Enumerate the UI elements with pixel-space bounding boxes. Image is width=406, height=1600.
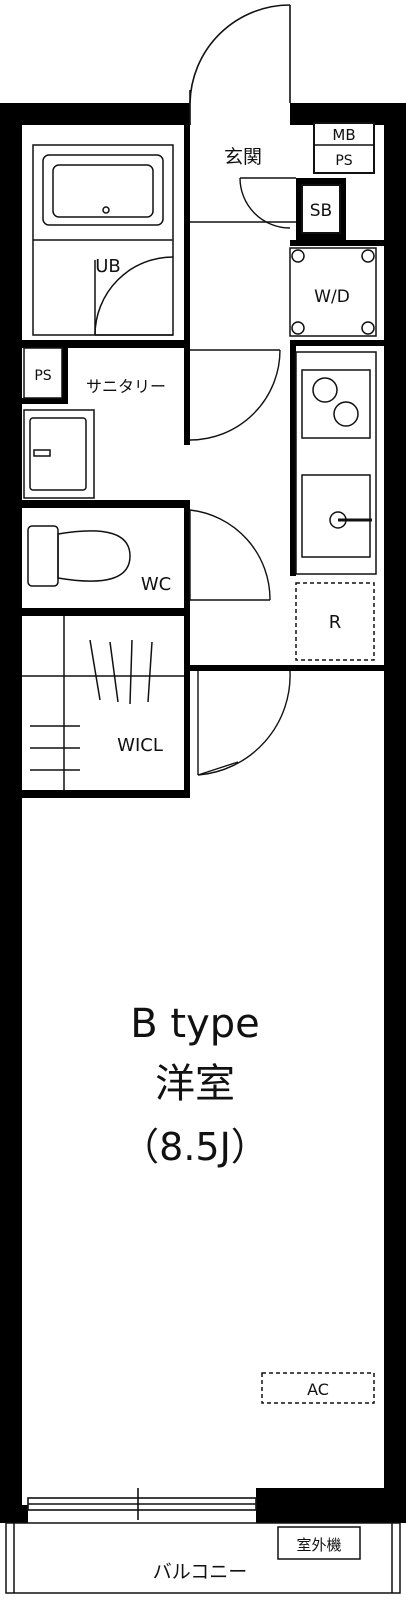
unit-bath xyxy=(32,144,174,336)
walls xyxy=(0,103,406,1523)
ps-left-box xyxy=(23,347,63,399)
wc-label: WC xyxy=(141,574,171,595)
room-name-label: 洋室 xyxy=(155,1061,235,1107)
balcony-label: バルコニー xyxy=(153,1561,248,1583)
sb-label: SB xyxy=(310,201,332,221)
sb-box xyxy=(301,184,341,234)
entrance-area xyxy=(190,177,296,229)
sanitary-label: サニタリー xyxy=(86,377,166,396)
wc-door xyxy=(189,509,271,601)
balcony-window xyxy=(27,1488,257,1520)
mb-label: MB xyxy=(332,126,355,144)
room-size-label: （8.5J） xyxy=(121,1125,269,1169)
toilet xyxy=(27,525,131,587)
wicl-door xyxy=(197,670,291,776)
ps-top-label: PS xyxy=(335,153,352,169)
washer-dryer xyxy=(289,247,377,337)
fridge-label: R xyxy=(329,612,342,633)
mb-ps-box xyxy=(313,122,375,174)
outdoor-unit-box xyxy=(277,1526,361,1560)
outdoor-unit-label: 室外機 xyxy=(296,1536,341,1554)
wicl-closet xyxy=(22,616,184,790)
sink-basin xyxy=(23,409,95,499)
wicl-label: WICL xyxy=(117,735,163,756)
ps-left-label: PS xyxy=(34,368,51,384)
kitchen-counter xyxy=(295,351,377,575)
entrance-door xyxy=(189,0,291,125)
ac-label: AC xyxy=(307,1380,329,1399)
fridge-space xyxy=(295,582,375,661)
sanitary-door xyxy=(189,349,281,441)
wd-label: W/D xyxy=(314,287,350,307)
ub-label: UB xyxy=(95,256,121,277)
ac-unit xyxy=(261,1372,375,1404)
room-type-label: B type xyxy=(130,1001,260,1047)
entrance-label: 玄関 xyxy=(224,146,262,168)
balcony xyxy=(5,1522,401,1594)
